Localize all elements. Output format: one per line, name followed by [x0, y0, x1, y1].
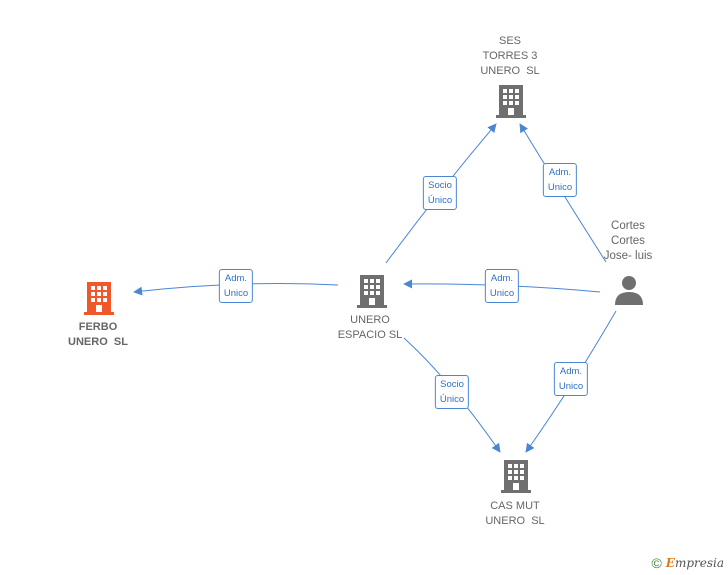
- brand-name: Empresia: [665, 556, 724, 570]
- edge-label-cortes-to-ses: Adm. Unico: [542, 163, 578, 197]
- node-label-ferbo[interactable]: FERBO UNERO SL: [68, 321, 128, 348]
- node-label-unero-espacio[interactable]: UNERO ESPACIO SL: [337, 314, 403, 341]
- building-icon: [357, 275, 387, 308]
- person-icon: [615, 276, 643, 305]
- building-icon: [501, 460, 531, 493]
- edge-label-cortes-to-casmut: Adm. Unico: [553, 362, 589, 396]
- node-label-ses-torres[interactable]: SES TORRES 3 UNERO SL: [480, 35, 540, 77]
- edge-label-unero-to-casmut: Socio Único: [434, 375, 470, 409]
- copyright-symbol: ©: [651, 555, 662, 571]
- building-icon-highlighted: [84, 282, 114, 315]
- node-label-cortes[interactable]: Cortes Cortes Jose- luis: [603, 220, 653, 262]
- node-label-cas-mut[interactable]: CAS MUT UNERO SL: [485, 500, 545, 527]
- building-icon: [496, 85, 526, 118]
- edge-label-cortes-to-unero: Adm. Unico: [484, 269, 520, 303]
- edge-label-unero-to-ses: Socio Único: [422, 176, 458, 210]
- brand-logo: © Empresia: [651, 555, 724, 571]
- edge-label-unero-to-ferbo: Adm. Unico: [218, 269, 254, 303]
